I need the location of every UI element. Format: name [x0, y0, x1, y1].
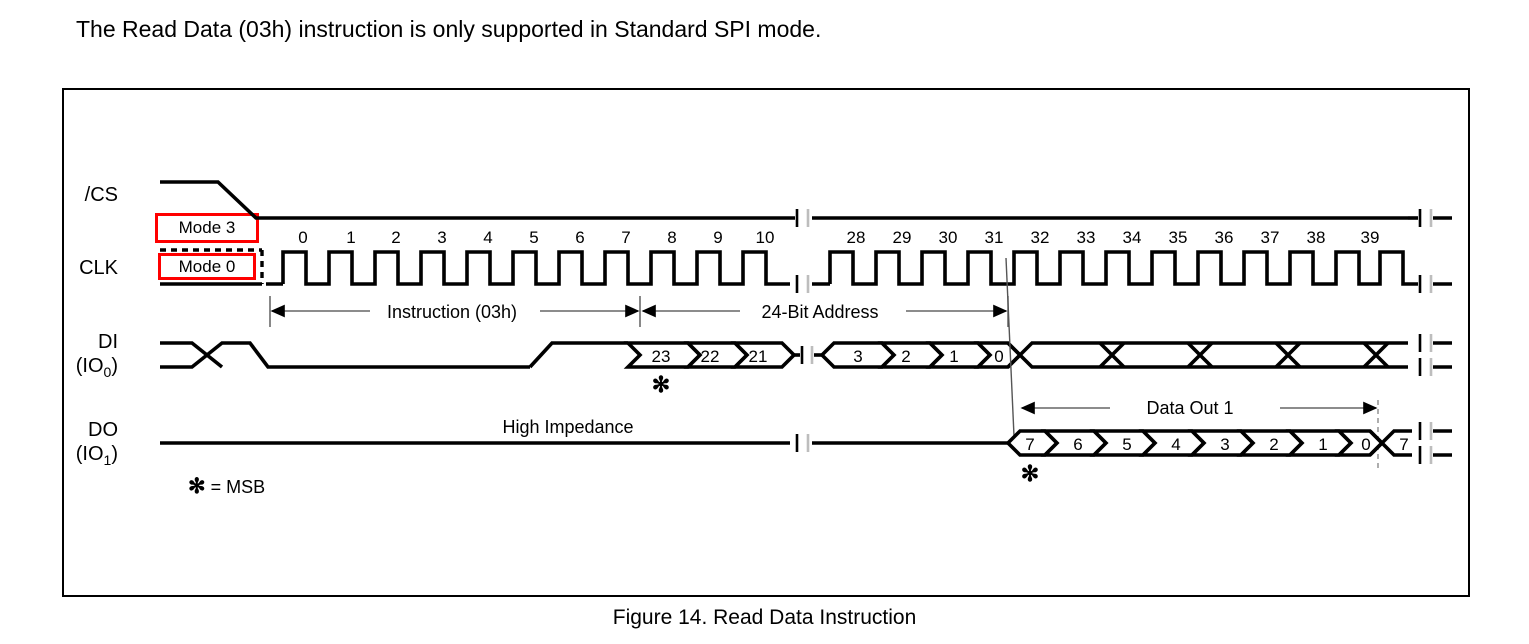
clk-num: 35	[1169, 228, 1188, 247]
clk31-to-do-arrow	[1005, 257, 1026, 442]
do-bit: 2	[1269, 435, 1278, 454]
clk-pulses-left	[281, 250, 790, 286]
annot-high-impedance: High Impedance	[502, 417, 633, 437]
do-msb-star: ✻	[1021, 461, 1039, 486]
do-io-close: )	[111, 443, 118, 465]
clk-num: 9	[713, 228, 722, 247]
intro-text: The Read Data (03h) instruction is only …	[76, 16, 822, 42]
di-bit: 3	[853, 347, 862, 366]
di-io-close: )	[111, 355, 118, 377]
clk-num: 34	[1123, 228, 1142, 247]
figure-frame	[62, 88, 1470, 597]
clk-num: 5	[529, 228, 538, 247]
clk-num: 4	[483, 228, 492, 247]
di-bit: 1	[949, 347, 958, 366]
do-bit: 1	[1318, 435, 1327, 454]
clk-num: 30	[939, 228, 958, 247]
do-bit: 5	[1122, 435, 1131, 454]
figure-caption: Figure 14. Read Data Instruction	[612, 606, 917, 629]
signal-label-do: DO	[88, 419, 118, 441]
clk-num: 2	[391, 228, 400, 247]
do-bit: 4	[1171, 435, 1180, 454]
annot-instruction: Instruction (03h)	[387, 302, 517, 322]
signal-label-do-io1: (IO1)	[58, 443, 118, 468]
msb-text: = MSB	[210, 477, 266, 497]
clk-num: 6	[575, 228, 584, 247]
clk-pulses-right	[828, 250, 1418, 286]
clk-num: 8	[667, 228, 676, 247]
di-bit: 23	[652, 347, 671, 366]
clk-num: 38	[1307, 228, 1326, 247]
di-io-subscript: 0	[103, 364, 112, 380]
clk-num: 10	[756, 228, 775, 247]
phase-annotations: Instruction (03h) 24-Bit Address	[269, 296, 1009, 327]
msb-star: ✻	[188, 475, 206, 498]
do-io-open: (IO	[75, 443, 104, 465]
waveform-di: 23 22 21 ✻ 3 2 1 0	[160, 334, 1452, 397]
clk-num: 1	[346, 228, 355, 247]
annot-address: 24-Bit Address	[761, 302, 878, 322]
waveform-clk	[160, 248, 1452, 293]
do-bit: 6	[1073, 435, 1082, 454]
clk-num: 0	[298, 228, 307, 247]
signal-label-di: DI	[98, 331, 118, 353]
do-bit: 3	[1220, 435, 1229, 454]
clk-num: 31	[985, 228, 1004, 247]
msb-legend: ✻ = MSB	[188, 474, 265, 499]
di-bit: 0	[994, 347, 1003, 366]
annot-data-out: Data Out 1	[1146, 398, 1233, 418]
clk-num: 39	[1361, 228, 1380, 247]
do-bit: 0	[1361, 435, 1370, 454]
data-out-annotation: Data Out 1	[1020, 398, 1378, 418]
di-io-open: (IO	[75, 355, 104, 377]
mode3-box: Mode 3	[155, 213, 259, 243]
clock-numbers-left: 0 1 2 3 4 5 6 7 8 9 10	[298, 228, 774, 247]
signal-label-clk: CLK	[79, 257, 118, 279]
di-bit: 2	[901, 347, 910, 366]
di-bit: 22	[701, 347, 720, 366]
clk-num: 33	[1077, 228, 1096, 247]
clk-num: 32	[1031, 228, 1050, 247]
do-next-byte: 7	[1399, 435, 1408, 454]
mode0-box: Mode 0	[158, 253, 256, 280]
di-msb-star: ✻	[652, 372, 670, 397]
clk-num: 36	[1215, 228, 1234, 247]
do-bit: 7	[1025, 435, 1034, 454]
signal-label-cs: /CS	[84, 184, 118, 206]
clock-numbers-right: 28 29 30 31 32 33 34 35 36 37 38 39	[847, 228, 1380, 247]
clk-num: 28	[847, 228, 866, 247]
di-bit: 21	[749, 347, 768, 366]
signal-label-di-io0: (IO0)	[58, 355, 118, 380]
waveform-cs	[160, 180, 1452, 227]
do-io-subscript: 1	[103, 452, 112, 468]
clk-num: 7	[621, 228, 630, 247]
clk-num: 29	[893, 228, 912, 247]
waveform-do: High Impedance 7 6 5 4 3 2 1 0 ✻ 7	[160, 417, 1452, 486]
clk-num: 37	[1261, 228, 1280, 247]
clk-num: 3	[437, 228, 446, 247]
